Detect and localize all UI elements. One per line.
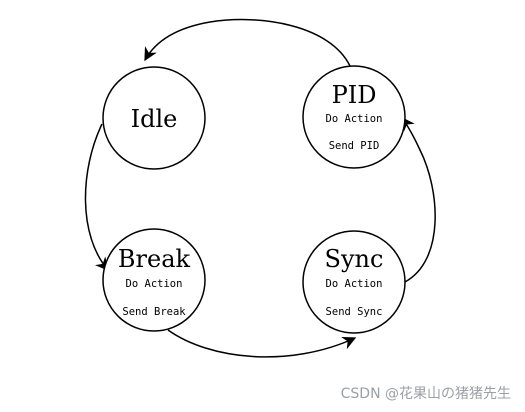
state-sync-send: Send Sync: [326, 306, 383, 318]
state-pid-action: Do Action: [326, 113, 383, 125]
state-pid-circle: [302, 65, 406, 169]
transition-break-to-sync: [167, 329, 357, 358]
state-sync-action: Do Action: [326, 278, 383, 290]
state-break-send: Send Break: [122, 306, 186, 318]
state-break: Break Do Action Send Break: [102, 228, 206, 332]
state-break-circle: [102, 228, 206, 332]
state-break-name: Break: [118, 245, 191, 273]
state-idle: Idle: [102, 66, 206, 170]
state-pid-send: Send PID: [329, 140, 380, 152]
state-idle-name: Idle: [131, 105, 178, 133]
state-sync-circle: [302, 230, 406, 334]
transition-sync-to-pid: [401, 116, 436, 283]
state-break-action: Do Action: [126, 278, 183, 290]
watermark: CSDN @花果山の猪猪先生: [340, 386, 511, 402]
state-sync: Sync Do Action Send Sync: [302, 230, 406, 334]
transition-idle-to-break: [84, 123, 109, 272]
state-pid-name: PID: [332, 81, 377, 109]
state-pid: PID Do Action Send PID: [302, 65, 406, 169]
state-idle-circle: [102, 66, 206, 170]
state-sync-name: Sync: [325, 245, 384, 273]
transition-pid-to-idle: [144, 18, 351, 67]
